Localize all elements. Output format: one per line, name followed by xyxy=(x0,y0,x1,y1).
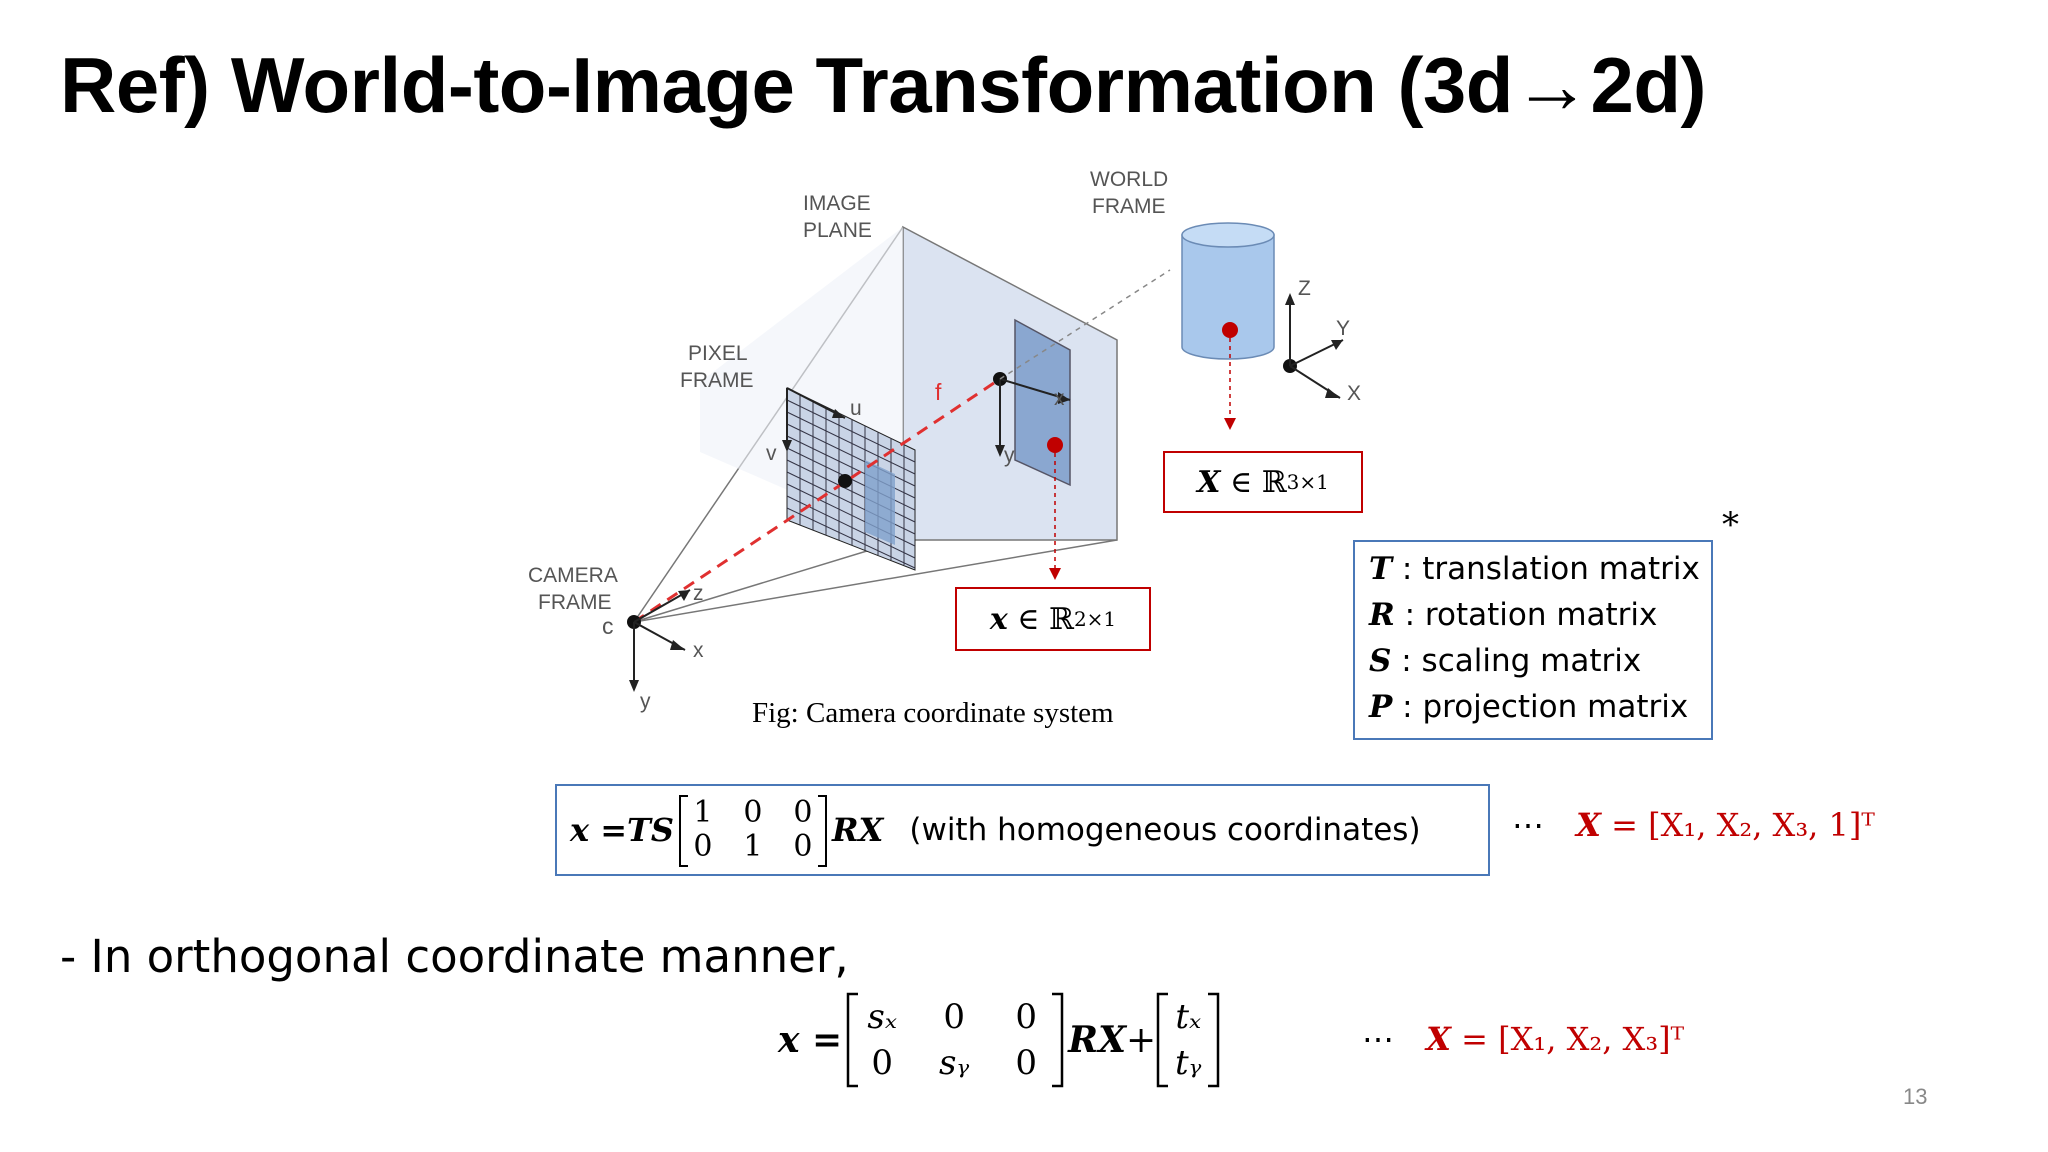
legend-item-projection: P : projection matrix xyxy=(1369,689,1689,725)
label-camera-frame-2: FRAME xyxy=(538,591,612,614)
eq2-dots: ⋯ xyxy=(1362,1020,1394,1058)
label-world-y: Y xyxy=(1336,317,1350,340)
label-world-frame-2: FRAME xyxy=(1092,195,1166,218)
eq2-aside-rest: = [X₁, X₂, X₃]ᵀ xyxy=(1451,1020,1685,1058)
eq1-dots: ⋯ xyxy=(1512,806,1544,844)
label-camera-frame-1: CAMERA xyxy=(528,564,618,587)
image-point-symbol: x xyxy=(989,601,1008,637)
world-point-symbol: X xyxy=(1197,464,1221,500)
eq1-m02: 0 xyxy=(793,795,813,830)
eq2-v1: tᵧ xyxy=(1174,1043,1202,1083)
eq2-m02: 0 xyxy=(1015,997,1037,1037)
eq1-lhs: x = xyxy=(570,811,628,849)
label-v: v xyxy=(766,442,777,465)
legend-item-rotation: R : rotation matrix xyxy=(1369,597,1658,633)
legend-item-scaling: S : scaling matrix xyxy=(1369,643,1642,679)
eq2-v0: tₓ xyxy=(1175,997,1202,1037)
slide-title: Ref) World-to-Image Transformation (3d→2… xyxy=(60,41,1706,129)
world-point xyxy=(1222,322,1238,338)
image-point xyxy=(1047,437,1063,453)
eq1-m10: 0 xyxy=(693,829,713,864)
eq2-m11: sᵧ xyxy=(939,1043,970,1083)
world-object-cylinder xyxy=(1181,222,1275,360)
eq2-m01: 0 xyxy=(943,997,965,1037)
image-point-set: ∈ ℝ xyxy=(1017,601,1074,637)
eq2-plus: + xyxy=(1126,1019,1157,1061)
eq1-brackets xyxy=(678,795,827,867)
world-point-set: ∈ ℝ xyxy=(1229,464,1287,500)
optical-axis xyxy=(633,377,1001,624)
label-world-frame-1: WORLD xyxy=(1090,168,1168,191)
eq1-aside-symbol: X xyxy=(1576,806,1601,844)
eq2-vector: tₓ tᵧ xyxy=(1156,992,1220,1088)
label-cam-x: x xyxy=(693,639,704,662)
eq2-rx: RX xyxy=(1068,1019,1127,1061)
eq2-matrix: sₓ 0 0 0 sᵧ 0 xyxy=(846,992,1064,1088)
label-u: u xyxy=(850,397,862,420)
label-image-plane-2: PLANE xyxy=(803,219,872,242)
eq1-aside-rest: = [X₁, X₂, X₃, 1]ᵀ xyxy=(1601,806,1875,844)
label-world-z: Z xyxy=(1298,277,1311,300)
label-cam-z: z xyxy=(693,582,704,605)
matrix-legend: T : translation matrix R : rotation matr… xyxy=(1353,540,1713,740)
label-pixel-frame-1: PIXEL xyxy=(688,342,748,365)
eq2-aside-symbol: X xyxy=(1426,1020,1451,1058)
eq1-m12: 0 xyxy=(793,829,813,864)
eq1-m00: 1 xyxy=(693,795,713,830)
equation-orthogonal: x = sₓ 0 0 0 sᵧ 0 RX + tₓ tᵧ xyxy=(778,990,1220,1090)
label-image-plane-1: IMAGE xyxy=(803,192,871,215)
eq2-brackets xyxy=(846,992,1064,1088)
label-pixel-frame-2: FRAME xyxy=(680,369,754,392)
label-cam-y: y xyxy=(640,690,651,713)
eq2-m10: 0 xyxy=(871,1043,893,1083)
page-number: 13 xyxy=(1903,1084,1928,1109)
legend-item-translation: T : translation matrix xyxy=(1369,551,1700,587)
label-img-x: x xyxy=(1054,387,1065,410)
eq1-note: (with homogeneous coordinates) xyxy=(909,812,1421,848)
legend-marker: * xyxy=(1722,505,1739,545)
label-camera-center: c xyxy=(602,613,614,639)
label-focal: f xyxy=(935,379,942,405)
eq1-m01: 0 xyxy=(743,795,763,830)
eq2-m12: 0 xyxy=(1015,1043,1037,1083)
eq1-m11: 1 xyxy=(743,829,763,864)
eq1-matrix: 1 0 0 0 1 0 xyxy=(678,794,828,867)
eq1-ts: TS xyxy=(627,811,674,849)
eq2-vector-brackets xyxy=(1156,992,1220,1088)
eq2-lhs: x = xyxy=(778,1019,843,1061)
eq1-rx: RX xyxy=(831,811,884,849)
label-img-y: y xyxy=(1004,444,1015,467)
figure-caption: Fig: Camera coordinate system xyxy=(752,697,1114,729)
eq2-m00: sₓ xyxy=(867,997,897,1037)
eq1-aside: ⋯ X = [X₁, X₂, X₃, 1]ᵀ xyxy=(1512,806,1875,844)
eq2-aside: ⋯ X = [X₁, X₂, X₃]ᵀ xyxy=(1362,1020,1684,1058)
camera-coordinate-figure: u v x y f z x y c IMAGE PLANE WORLD F xyxy=(528,168,1361,713)
bullet-orthogonal: - In orthogonal coordinate manner, xyxy=(60,930,849,983)
label-world-x: X xyxy=(1347,382,1361,405)
equation-box-homogeneous xyxy=(555,784,1490,876)
world-point-dim: 3×1 xyxy=(1286,470,1329,494)
equation-homogeneous: x = TS 1 0 0 0 1 0 RX (with homogeneous … xyxy=(570,794,1421,867)
image-point-dim: 2×1 xyxy=(1073,607,1117,631)
